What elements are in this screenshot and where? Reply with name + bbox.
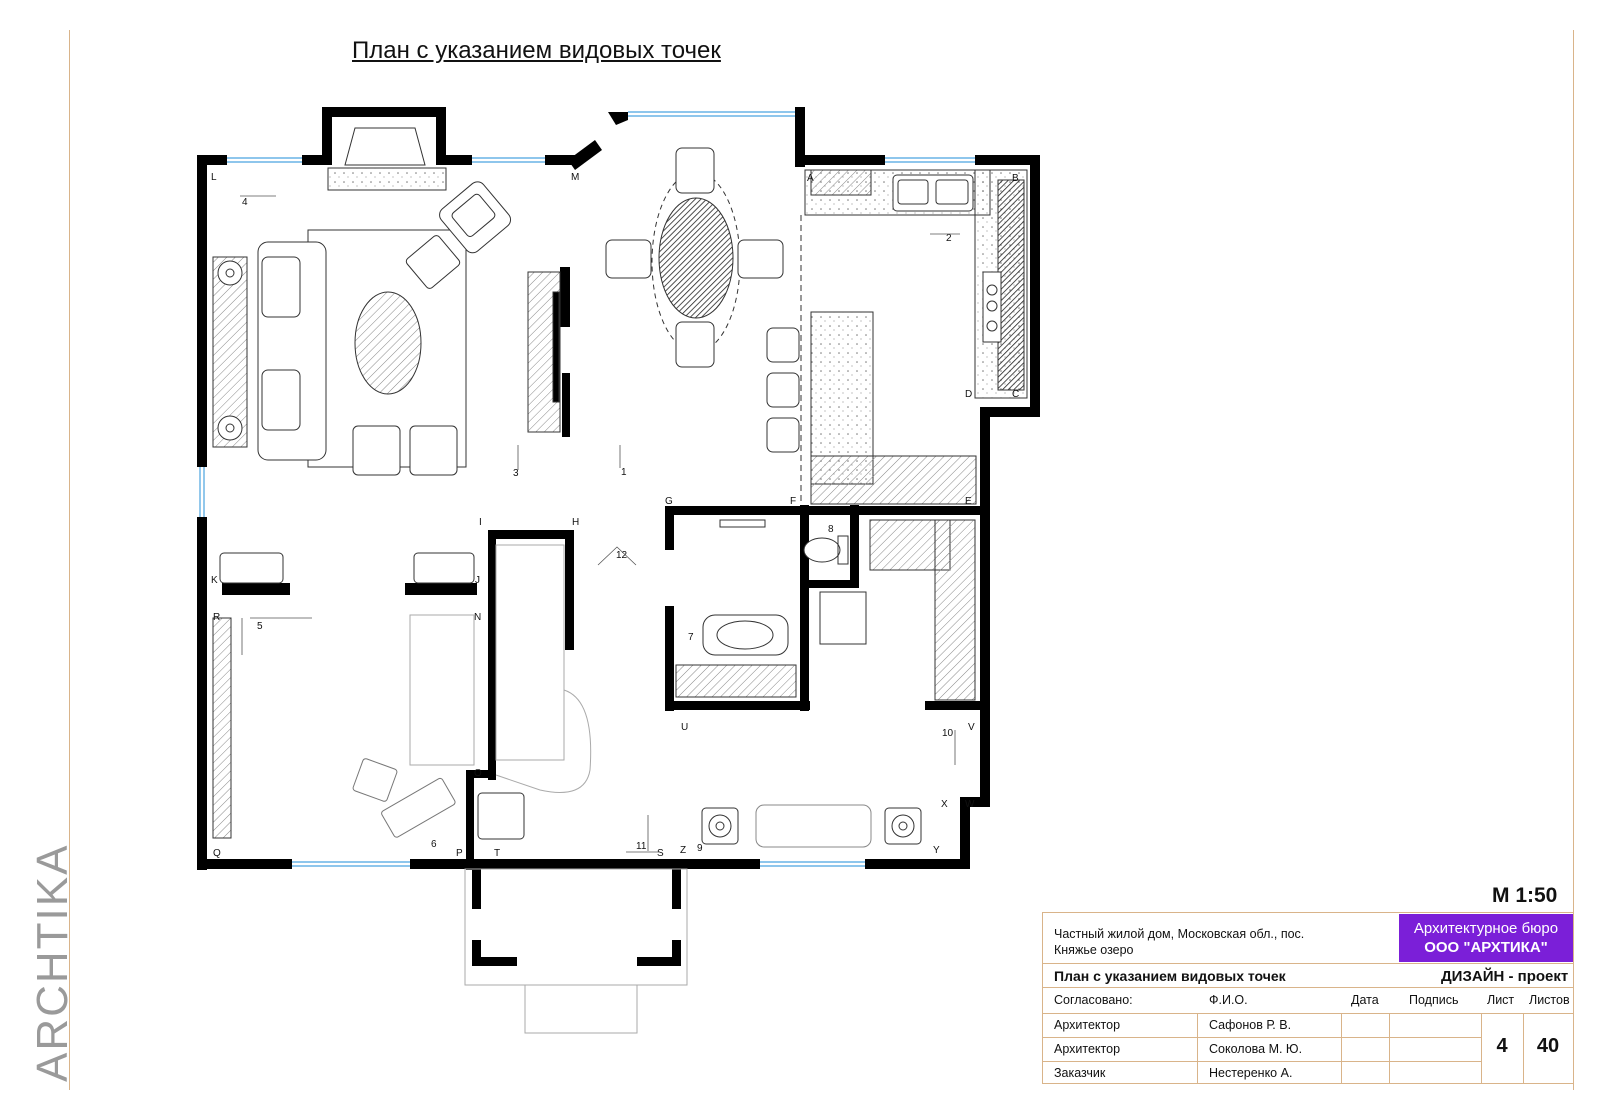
bathroom-closet xyxy=(675,519,976,701)
corner-label: R xyxy=(213,612,220,623)
bedroom xyxy=(212,552,475,839)
bureau-line-2: ООО "АРХТИКА" xyxy=(1424,939,1548,956)
corner-label: V xyxy=(968,722,975,733)
sheets-total: 40 xyxy=(1536,1035,1560,1057)
corner-label: C xyxy=(1012,389,1019,400)
corner-label: B xyxy=(1012,173,1019,184)
walls xyxy=(197,107,1040,966)
corner-label: Q xyxy=(213,848,221,859)
project-description: Частный жилой дом, Московская обл., пос.… xyxy=(1054,927,1305,957)
row-role: Архитектор xyxy=(1054,1042,1121,1056)
dining-set xyxy=(605,147,800,453)
corner-label: J xyxy=(475,575,480,586)
row-name: Соколова М. Ю. xyxy=(1209,1042,1303,1056)
stairs xyxy=(477,544,592,840)
view-point-label: 2 xyxy=(946,233,952,244)
corner-label: S xyxy=(657,848,664,859)
project-stage: ДИЗАЙН - проект xyxy=(1441,968,1569,985)
view-point-label: 4 xyxy=(242,197,248,208)
viewpoint-labels: 1 2 3 4 5 6 7 8 9 10 11 12 xyxy=(242,197,954,854)
corner-label: D xyxy=(965,389,972,400)
left-margin-line xyxy=(69,30,70,1090)
header-name: Ф.И.О. xyxy=(1209,993,1248,1007)
corner-label: A xyxy=(807,173,814,184)
corner-label: P xyxy=(456,848,463,859)
windows xyxy=(199,111,975,867)
corner-label: M xyxy=(571,172,579,183)
bureau-badge: Архитектурное бюро ООО "АРХТИКА" xyxy=(1399,914,1573,962)
living-room-furniture xyxy=(212,181,561,476)
view-point-label: 10 xyxy=(942,728,954,739)
corner-labels: A B C D E F G H I J K L M N O P Q R S T … xyxy=(211,172,1019,859)
porch xyxy=(464,868,688,1034)
corner-label: E xyxy=(965,496,972,507)
row-name: Сафонов Р. В. xyxy=(1209,1018,1292,1032)
header-sheet: Лист xyxy=(1487,993,1515,1007)
row-name: Нестеренко А. xyxy=(1209,1066,1293,1080)
corner-label: G xyxy=(665,496,673,507)
sheet-number: 4 xyxy=(1496,1035,1508,1057)
corner-label: N xyxy=(474,612,481,623)
right-margin-line xyxy=(1573,30,1574,1090)
view-point-label: 8 xyxy=(828,524,834,535)
view-point-label: 12 xyxy=(616,550,628,561)
view-point-label: 1 xyxy=(621,467,627,478)
page-title: План с указанием видовых точек xyxy=(352,37,721,64)
view-point-label: 11 xyxy=(636,841,647,852)
view-point-label: 3 xyxy=(513,468,519,479)
corner-label: U xyxy=(681,722,688,733)
corner-label: L xyxy=(211,172,217,183)
header-signature: Подпись xyxy=(1409,993,1459,1007)
corner-label: F xyxy=(790,496,796,507)
corner-label: X xyxy=(941,799,948,810)
corner-label: W xyxy=(965,799,975,810)
hallway-furniture xyxy=(701,804,922,848)
corner-label: O xyxy=(474,768,482,779)
header-sheets: Листов xyxy=(1529,993,1570,1007)
kitchen xyxy=(800,169,1028,505)
viewpoint-markers xyxy=(240,195,960,853)
bureau-line-1: Архитектурное бюро xyxy=(1413,920,1559,937)
corner-label: T xyxy=(494,848,500,859)
scale-label: M 1:50 xyxy=(1492,884,1558,907)
corner-label: H xyxy=(572,517,579,528)
view-point-label: 9 xyxy=(697,843,703,854)
corner-label: K xyxy=(211,575,218,586)
corner-label: Y xyxy=(933,845,940,856)
view-point-label: 6 xyxy=(431,839,437,850)
fireplace xyxy=(327,127,447,191)
row-role: Заказчик xyxy=(1054,1066,1106,1080)
sheet-title: План с указанием видовых точек xyxy=(1054,968,1286,984)
row-role: Архитектор xyxy=(1054,1018,1121,1032)
header-agreed: Согласовано: xyxy=(1054,993,1133,1007)
corner-label: I xyxy=(479,517,482,528)
corner-label: Z xyxy=(680,845,686,856)
view-point-label: 5 xyxy=(257,621,263,632)
view-point-label: 7 xyxy=(688,632,694,643)
header-date: Дата xyxy=(1351,993,1379,1007)
title-block: Частный жилой дом, Московская обл., пос.… xyxy=(1042,912,1574,1084)
